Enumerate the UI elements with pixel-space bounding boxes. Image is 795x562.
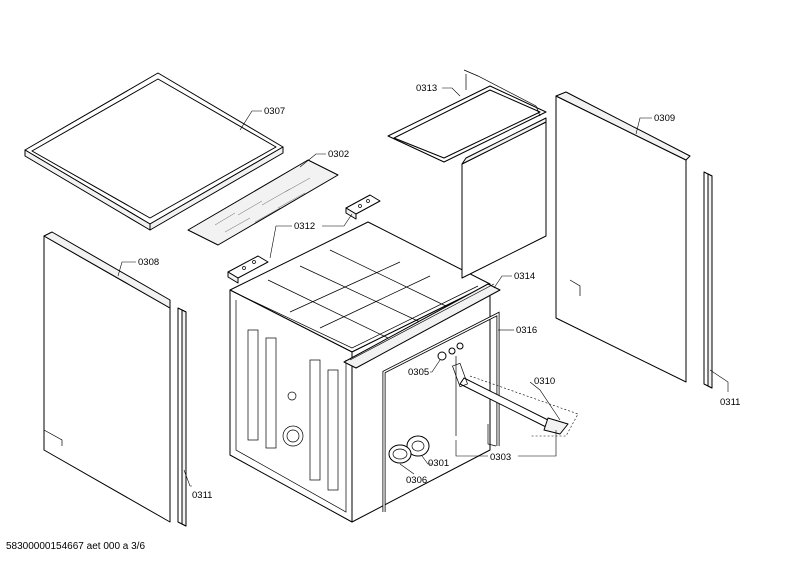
top-rail-part bbox=[343, 283, 501, 369]
callout-0314: 0314 bbox=[514, 271, 535, 282]
callout-0302: 0302 bbox=[328, 149, 349, 160]
callout-0306: 0306 bbox=[406, 475, 427, 486]
callout-0311-right: 0311 bbox=[720, 397, 740, 408]
callout-0307: 0307 bbox=[264, 106, 285, 117]
callout-0305: 0305 bbox=[408, 367, 429, 378]
leader-0314 bbox=[493, 275, 512, 289]
door-seal-part bbox=[382, 311, 500, 512]
document-id-footer: 58300000154667 aet 000 a 3/6 bbox=[6, 541, 146, 552]
left-side-panel-part bbox=[43, 231, 171, 523]
leader-0311-left bbox=[183, 469, 192, 487]
leader-0310-dash bbox=[469, 375, 579, 437]
leader-0313 bbox=[442, 87, 461, 97]
callout-0303: 0303 bbox=[490, 452, 511, 463]
tub-body-part bbox=[229, 221, 491, 523]
leader-0312 bbox=[269, 225, 292, 259]
leader-0302 bbox=[299, 153, 326, 168]
right-trim-strip-part bbox=[703, 171, 713, 389]
mounting-bracket-upper bbox=[345, 194, 381, 220]
leader-0312b bbox=[322, 213, 353, 227]
seal-ring-part bbox=[388, 444, 412, 464]
leader-0310 bbox=[529, 381, 561, 421]
callout-0308: 0308 bbox=[138, 257, 159, 268]
callout-0309: 0309 bbox=[654, 113, 675, 124]
leader-0307 bbox=[239, 110, 262, 131]
left-trim-strip-part bbox=[177, 307, 187, 527]
leader-0303b bbox=[518, 430, 557, 457]
fastener-part bbox=[437, 342, 464, 361]
callout-0316: 0316 bbox=[516, 325, 537, 336]
callout-0310: 0310 bbox=[534, 376, 555, 387]
callout-0311-left: 0311 bbox=[192, 490, 212, 501]
leader-0305 bbox=[430, 359, 441, 373]
leader-0308 bbox=[117, 261, 136, 277]
callout-0313: 0313 bbox=[416, 83, 437, 94]
leader-0309 bbox=[635, 117, 652, 135]
mounting-bracket-lower bbox=[227, 255, 269, 284]
insulation-strip-part bbox=[187, 159, 339, 246]
rear-panel-part bbox=[387, 69, 547, 279]
hinge-spring-part bbox=[455, 356, 497, 447]
leader-0306 bbox=[399, 463, 415, 475]
callout-0312: 0312 bbox=[294, 221, 315, 232]
leader-0301 bbox=[421, 455, 432, 465]
drain-cover-part bbox=[406, 435, 430, 457]
leader-0311-right bbox=[709, 369, 729, 392]
leader-0303 bbox=[455, 440, 488, 457]
worktop-part bbox=[24, 72, 284, 231]
right-side-panel-part bbox=[555, 91, 691, 383]
callout-0301: 0301 bbox=[428, 458, 449, 469]
